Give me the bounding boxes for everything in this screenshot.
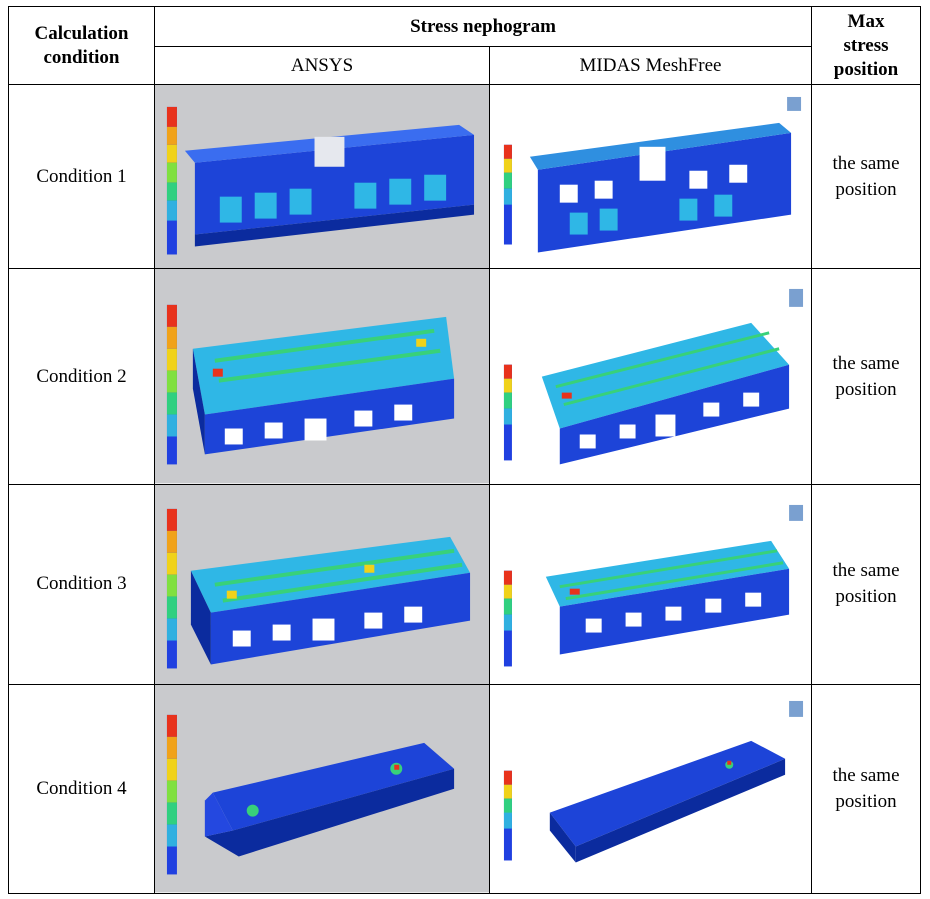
- header-calc-condition-line1: Calculation: [34, 22, 129, 44]
- header-max-stress-line3: position: [833, 58, 899, 80]
- position-line1: the same: [832, 764, 900, 786]
- midas-nephogram-image: [488, 83, 813, 270]
- table-row: Condition 4: [8, 684, 922, 894]
- table-row: Condition 2: [8, 268, 922, 485]
- position-line2: position: [835, 586, 897, 608]
- position-line2: position: [835, 378, 897, 400]
- table-row: Condition 1: [8, 83, 922, 270]
- position-line1: the same: [832, 560, 900, 582]
- header-stress-nephogram: Stress nephogram: [153, 6, 813, 47]
- condition-label: Condition 1: [8, 83, 155, 270]
- max-stress-position: the same position: [811, 83, 922, 270]
- results-table: Calculation condition Stress nephogram M…: [8, 6, 922, 894]
- position-line1: the same: [832, 352, 900, 374]
- condition-label: Condition 4: [8, 684, 155, 894]
- position-line2: position: [835, 178, 897, 200]
- ansys-nephogram-image: [154, 483, 490, 686]
- position-line1: the same: [832, 152, 900, 174]
- header-calc-condition: Calculation condition: [8, 6, 155, 85]
- midas-nephogram-image: [488, 684, 813, 894]
- ansys-nephogram-image: [154, 83, 490, 270]
- max-stress-position: the same position: [811, 684, 922, 894]
- header-ansys: ANSYS: [154, 46, 490, 85]
- ansys-nephogram-image: [154, 268, 490, 485]
- midas-nephogram-image: [488, 268, 813, 485]
- header-max-stress-line2: stress: [843, 34, 889, 56]
- table-row: Condition 3: [8, 483, 922, 686]
- condition-label: Condition 2: [8, 268, 155, 485]
- header-max-stress-line1: Max: [847, 10, 885, 32]
- midas-nephogram-image: [488, 483, 813, 686]
- header-max-stress: Max stress position: [811, 6, 922, 85]
- ansys-nephogram-image: [154, 684, 490, 894]
- position-line2: position: [835, 790, 897, 812]
- header-calc-condition-line2: condition: [43, 46, 120, 68]
- max-stress-position: the same position: [811, 483, 922, 686]
- header-midas: MIDAS MeshFree: [488, 46, 813, 85]
- condition-label: Condition 3: [8, 483, 155, 686]
- max-stress-position: the same position: [811, 268, 922, 485]
